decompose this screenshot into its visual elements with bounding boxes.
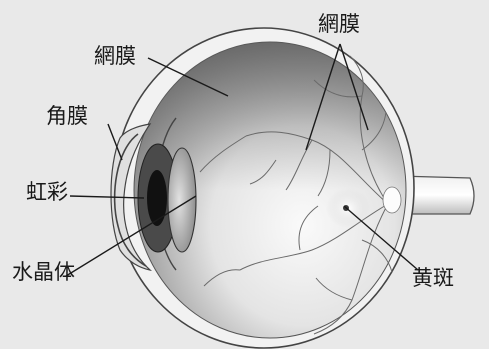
label-retina-top: 網膜: [318, 14, 360, 35]
pupil: [147, 170, 167, 226]
label-cornea: 角膜: [46, 106, 88, 127]
label-iris: 虹彩: [26, 182, 68, 203]
label-lens: 水晶体: [12, 262, 75, 283]
label-macula: 黄斑: [412, 268, 454, 289]
optic-disc: [383, 187, 401, 213]
label-retina-left: 網膜: [94, 46, 136, 67]
lens: [168, 148, 196, 252]
